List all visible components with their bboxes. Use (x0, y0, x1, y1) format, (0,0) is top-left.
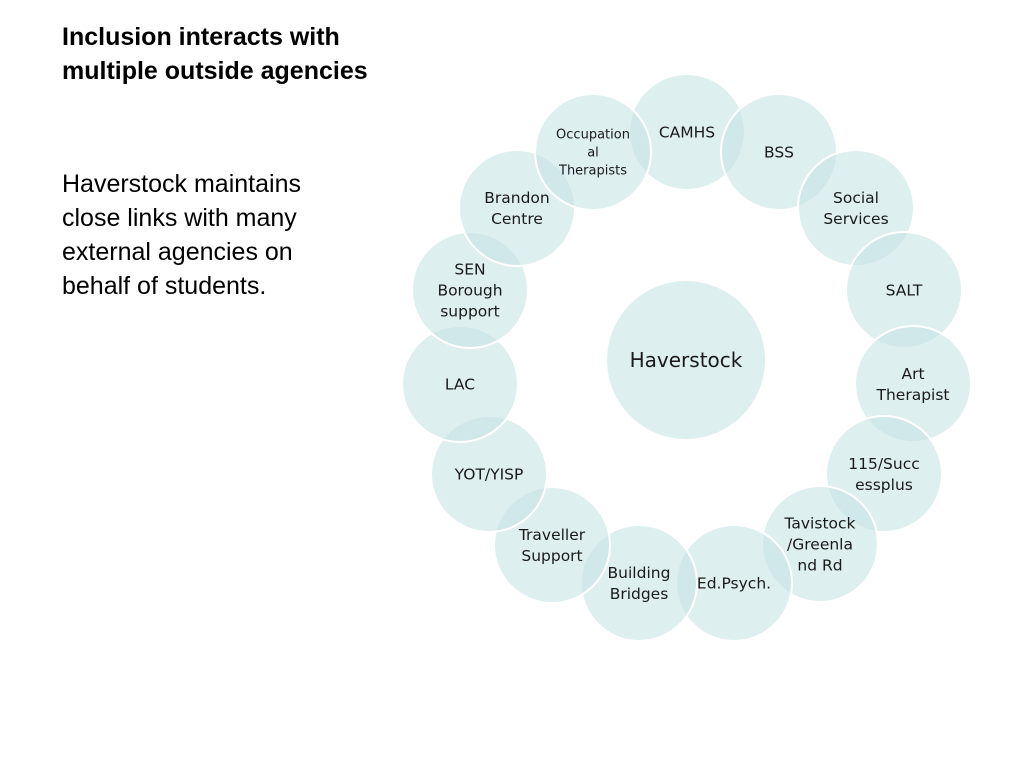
node-bss-label: BSS (764, 143, 794, 161)
node-sen-borough-support-label: SEN (454, 260, 485, 278)
node-brandon-centre-label: Centre (491, 210, 543, 228)
node-social-services-label: Social (833, 189, 879, 207)
node-tavistock-greenland-rd-label: nd Rd (797, 556, 842, 574)
node-building-bridges-label: Building (608, 564, 671, 582)
node-115-successplus-label: 115/Succ (848, 455, 920, 473)
node-occupational-therapists-label: Therapists (558, 164, 627, 179)
node-salt-label: SALT (886, 281, 923, 299)
slide-title: Inclusion interacts with multiple outsid… (62, 23, 368, 85)
node-art-therapist-label: Art (901, 365, 924, 383)
node-traveller-support-label: Traveller (518, 526, 586, 544)
node-occupational-therapists-label: Occupation (556, 128, 630, 143)
node-occupational-therapists-label: al (587, 146, 599, 161)
node-yot-yisp: YOT/YISP (430, 415, 548, 533)
node-occupational-therapists-circle (534, 93, 652, 211)
node-ed-psych: Ed.Psych. (675, 524, 793, 642)
center-node-label: Haverstock (630, 348, 743, 372)
node-tavistock-greenland-rd-label: Tavistock (783, 514, 855, 532)
node-sen-borough-support-label: support (440, 302, 500, 320)
center-node: Haverstock (605, 279, 767, 441)
node-art-therapist-label: Therapist (876, 386, 950, 404)
node-ed-psych-label: Ed.Psych. (697, 574, 771, 592)
node-camhs-label: CAMHS (659, 123, 715, 141)
node-yot-yisp-label: YOT/YISP (454, 465, 524, 483)
center-node-circle (605, 279, 767, 441)
node-tavistock-greenland-rd-label: /Greenla (787, 535, 853, 553)
node-traveller-support-label: Support (521, 547, 582, 565)
slide-body-text: Haverstock maintains close links with ma… (62, 170, 301, 300)
node-115-successplus-label: essplus (855, 476, 913, 494)
node-lac-label: LAC (445, 375, 475, 393)
node-sen-borough-support-label: Borough (437, 281, 502, 299)
node-brandon-centre-label: Brandon (484, 189, 549, 207)
node-social-services-label: Services (823, 210, 888, 228)
node-building-bridges-label: Bridges (610, 585, 669, 603)
